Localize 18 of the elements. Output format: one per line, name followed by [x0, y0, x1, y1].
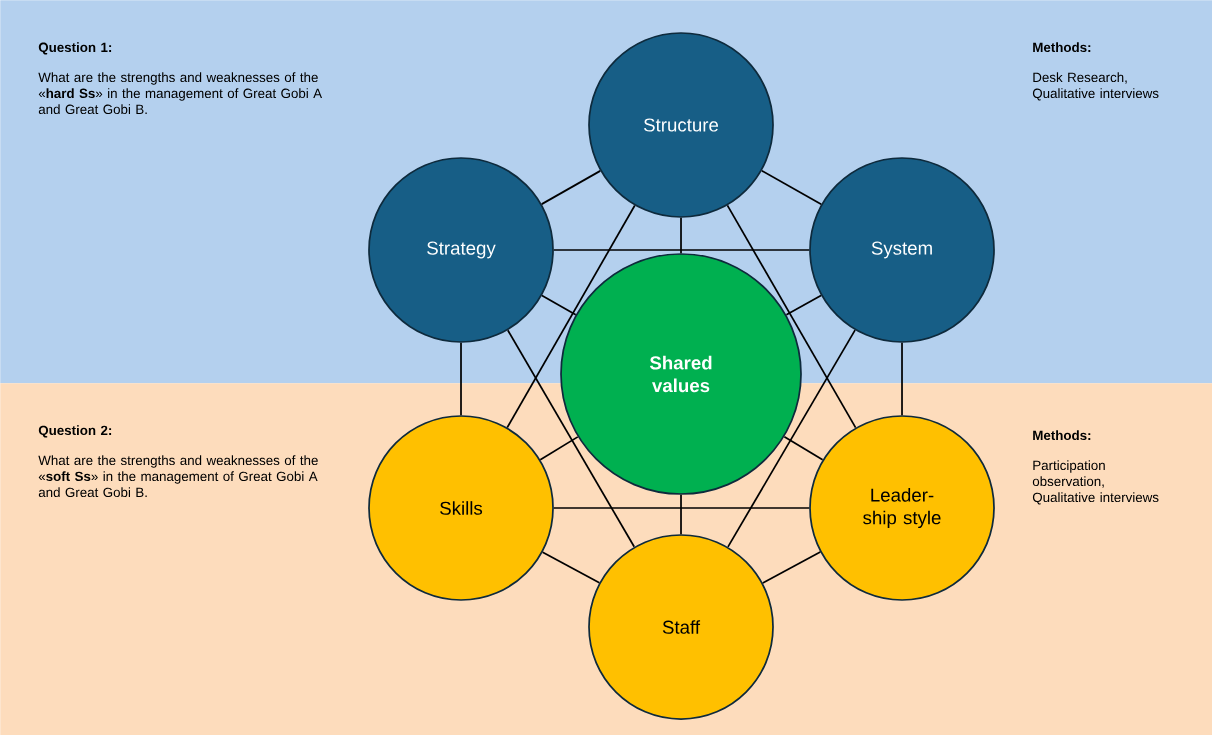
connector-line: [541, 551, 601, 584]
connector-line: [506, 204, 636, 429]
connector-line: [761, 551, 822, 584]
connector-line: [553, 249, 810, 251]
connector-line: [783, 435, 824, 461]
connector-line: [680, 494, 682, 535]
connector-line: [785, 294, 822, 316]
connector-line: [726, 204, 857, 429]
connector-line: [539, 436, 579, 461]
connector-line: [760, 169, 823, 206]
connector-line: [901, 342, 903, 416]
connector-line: [460, 342, 462, 416]
connector-line: [553, 507, 810, 509]
connector-line: [727, 329, 856, 548]
connector-line: [506, 329, 636, 548]
connector-line: [541, 294, 577, 316]
connector-line: [680, 217, 682, 254]
connector-line: [540, 170, 602, 205]
